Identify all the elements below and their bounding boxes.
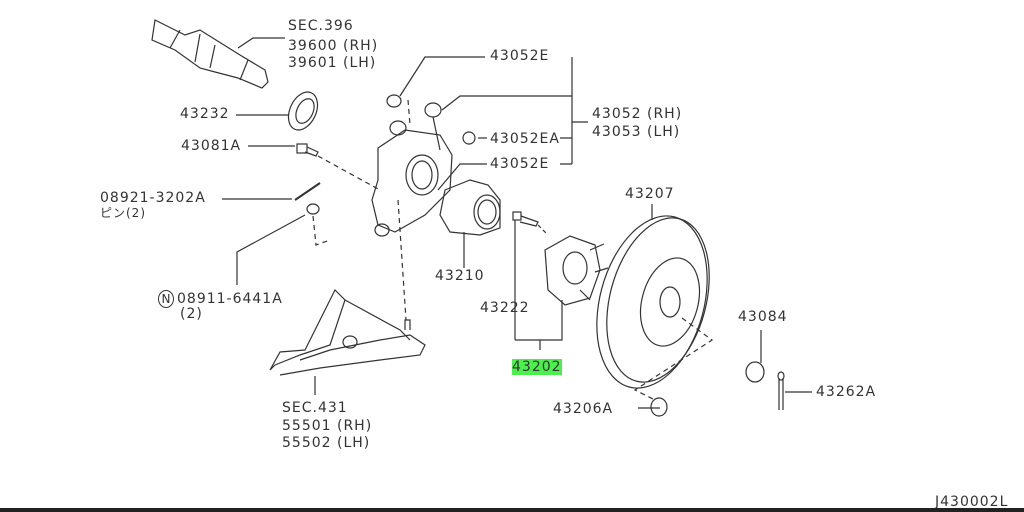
diagram-id-label: J430002L <box>935 494 1009 510</box>
part-43206a-label[interactable]: 43206A <box>553 401 614 417</box>
part-39600-rh-label[interactable]: 39600 (RH) <box>288 38 379 54</box>
nut-drawing <box>745 361 765 383</box>
sec-396-label[interactable]: SEC.396 <box>288 18 354 34</box>
part-43052e-top-label[interactable]: 43052E <box>490 48 550 64</box>
part-43084-label[interactable]: 43084 <box>738 309 788 325</box>
part-43207-label[interactable]: 43207 <box>625 186 675 202</box>
part-43262a-label[interactable]: 43262A <box>816 384 877 400</box>
lower-arm-drawing <box>269 288 426 376</box>
bottom-border <box>0 508 1024 512</box>
part-43222-label[interactable]: 43222 <box>480 300 530 316</box>
hub-drawing <box>544 235 609 306</box>
part-55501-rh-label[interactable]: 55501 (RH) <box>282 418 373 434</box>
drive-shaft-drawing <box>151 19 269 89</box>
sec-431-label[interactable]: SEC.431 <box>282 400 348 416</box>
part-43053-lh-label[interactable]: 43053 (LH) <box>592 124 681 140</box>
part-43232-label[interactable]: 43232 <box>180 106 230 122</box>
part-55502-lh-label[interactable]: 55502 (LH) <box>282 435 371 451</box>
knuckle-drawing <box>371 102 453 237</box>
part-08921-3202a-label[interactable]: 08921-3202A <box>100 190 206 206</box>
part-08911-qty-label: (2) <box>180 306 203 322</box>
leader-line <box>237 37 285 49</box>
cotter-pin-drawing <box>778 378 784 410</box>
n-symbol-icon: N <box>158 290 174 308</box>
bolt-drawing <box>296 143 308 154</box>
part-43210-label[interactable]: 43210 <box>435 268 485 284</box>
part-08921-qty-label: ピン(2) <box>100 206 146 220</box>
part-43052ea-label[interactable]: 43052EA <box>490 131 560 147</box>
part-08911-6441a-label[interactable]: 08911-6441A <box>177 291 283 307</box>
seal-drawing <box>287 91 319 131</box>
brake-rotor-drawing <box>596 215 710 389</box>
plug-drawing <box>650 397 668 417</box>
part-43202-label-highlighted[interactable]: 43202 <box>512 359 562 375</box>
part-43052e-bottom-label[interactable]: 43052E <box>490 156 550 172</box>
part-43052-rh-label[interactable]: 43052 (RH) <box>592 106 683 122</box>
part-43081a-label[interactable]: 43081A <box>181 138 242 154</box>
bearing-drawing <box>439 179 501 236</box>
bushing-drawing <box>386 94 402 108</box>
part-39601-lh-label[interactable]: 39601 (LH) <box>288 55 377 71</box>
